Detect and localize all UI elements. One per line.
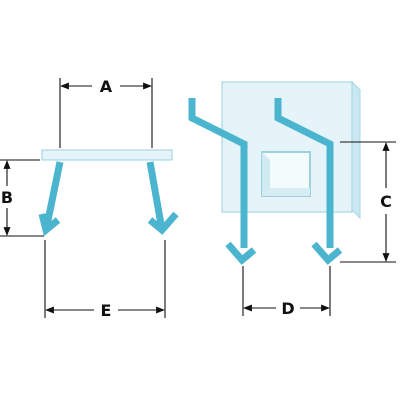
right-clip [274,98,343,265]
side-view-left-leg [38,161,64,237]
dimension-label-e: E [101,301,112,320]
panel-hole-inner-edge [262,152,270,196]
panel-side-face [351,80,361,220]
perspective-view: C D [188,80,396,318]
dimension-label-b: B [1,188,13,207]
dimension-label-a: A [100,77,113,96]
side-view: A B E [0,77,179,320]
dimension-label-d: D [281,299,294,318]
left-clip [188,98,257,265]
side-view-right-leg [146,161,179,235]
panel-hole-inner-bottom [262,188,310,196]
dimension-label-c: C [380,192,392,211]
side-view-plate [41,149,173,161]
